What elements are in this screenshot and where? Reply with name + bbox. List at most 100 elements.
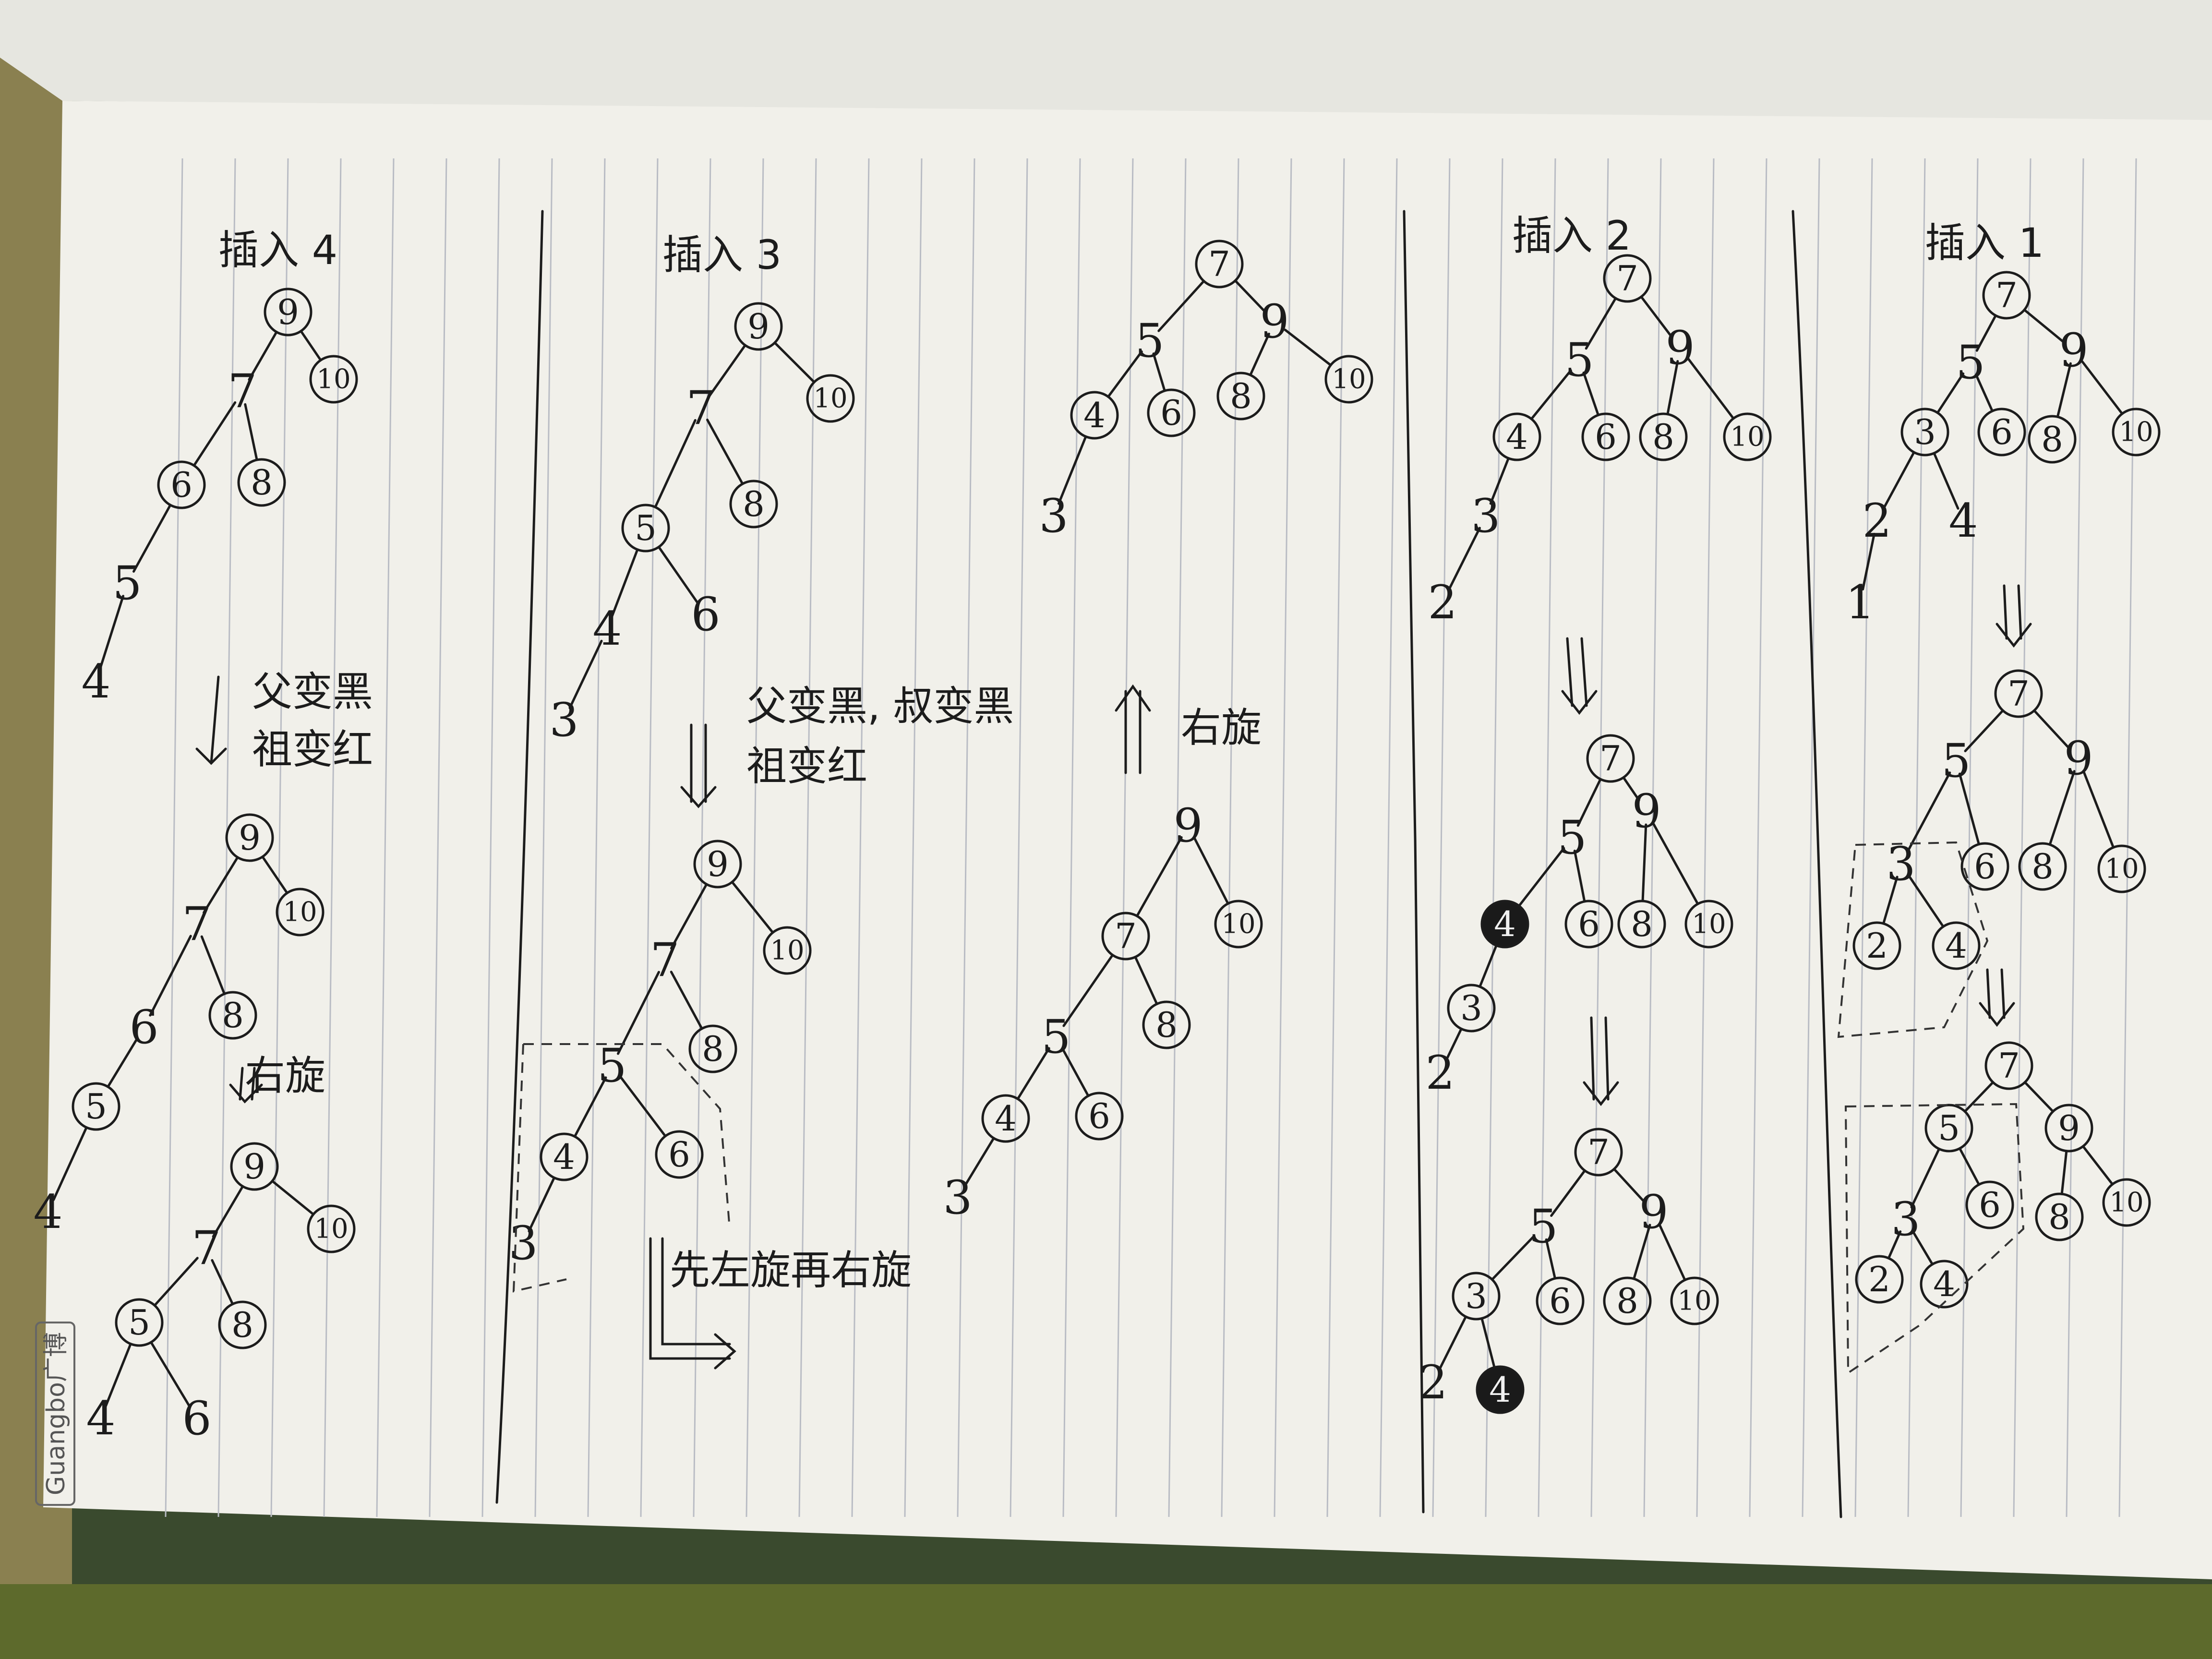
tree-node-label: 8 — [1652, 417, 1674, 457]
tree-edge — [1444, 1027, 1463, 1062]
rule-line — [587, 158, 606, 1517]
section-title-insert-1: 插入 1 — [1925, 219, 2044, 266]
rule-line — [270, 158, 289, 1517]
tree-edge — [2081, 1145, 2114, 1186]
tree-node-circle — [1855, 1255, 1904, 1304]
tree-node-label: 2 — [1428, 576, 1457, 629]
tree-edge — [1234, 279, 1267, 313]
tree-edge — [1545, 1238, 1556, 1280]
down-arrow-icon — [680, 723, 717, 808]
tree-node-label: 4 — [1945, 926, 1967, 966]
tree-node-label: 9 — [707, 844, 729, 884]
tree-node-circle — [264, 288, 313, 337]
tree-edge — [1658, 1223, 1686, 1281]
rule-line — [1960, 158, 1979, 1517]
tree-edge — [1438, 1315, 1467, 1372]
tree-edge — [1016, 1047, 1050, 1100]
rule-line — [957, 158, 975, 1517]
tree-node-label: 3 — [1039, 489, 1068, 543]
rule-line — [2118, 158, 2137, 1517]
tree-node-circle — [1447, 984, 1496, 1033]
rule-line — [1168, 158, 1187, 1517]
tree-node-label: 6 — [1595, 417, 1617, 457]
tree-node-label: 5 — [1941, 734, 1971, 788]
tree-edge — [1862, 532, 1875, 591]
tree-edge — [2023, 1081, 2055, 1113]
tree-node-circle — [1617, 900, 1666, 949]
tree-edge — [528, 1176, 556, 1233]
tree-node-label: 2 — [1868, 1259, 1890, 1299]
tree-edge — [1193, 836, 1229, 905]
tree-node-circle — [655, 1130, 704, 1179]
tree-node-circle — [1075, 1092, 1124, 1141]
tree-node-circle — [1476, 1365, 1525, 1414]
tree-edge — [1550, 1169, 1586, 1217]
tree-node-label: 10 — [283, 897, 317, 928]
tree-edge — [150, 1341, 192, 1408]
tree-node-circle — [218, 1300, 267, 1349]
tree-node-label: 9 — [1665, 321, 1695, 375]
down-arrow-icon — [229, 1067, 263, 1104]
tree-node-circle — [1536, 1276, 1585, 1325]
down-arrow-icon — [1996, 584, 2032, 648]
down-arrow-icon — [1583, 1016, 1619, 1106]
tree-node-label: 5 — [635, 508, 657, 548]
note-parent-uncle-black: 父变黑, 叔变黑 — [746, 683, 1014, 730]
tree-edge — [1622, 776, 1640, 802]
tree-node-circle — [276, 888, 325, 937]
tree-edge — [2060, 1150, 2068, 1195]
rule-line — [851, 158, 870, 1517]
dashed-highlight-box — [1837, 841, 1989, 1038]
tree-node-label: 3 — [1460, 988, 1482, 1028]
section-divider-1 — [495, 210, 544, 1504]
tree-edge — [200, 935, 226, 995]
down-arrow-icon — [1979, 968, 2015, 1027]
tree-node-circle — [1142, 1000, 1191, 1049]
tree-node-label: 6 — [1160, 393, 1182, 433]
tree-node-label: 3 — [1471, 489, 1500, 543]
tree-node-label: 5 — [597, 1039, 626, 1093]
tree-edge — [261, 855, 289, 894]
tree-node-label: 7 — [650, 933, 679, 987]
tree-node-label: 9 — [1632, 784, 1661, 838]
tree-node-label: 1 — [1845, 576, 1875, 629]
tree-edge — [98, 595, 125, 670]
rule-line — [481, 158, 500, 1517]
tree-node-label: 8 — [222, 995, 244, 1035]
tree-node-circle — [2102, 1178, 2151, 1227]
tree-node-label: 4 — [33, 1185, 62, 1239]
down-arrow-icon — [1561, 637, 1598, 715]
tree-node-label: 7 — [1587, 1132, 1610, 1172]
tree-node-circle — [72, 1082, 120, 1131]
tree-node-circle — [1965, 1180, 2014, 1229]
tree-edge — [731, 880, 774, 934]
tree-node-label: 8 — [2032, 846, 2054, 887]
tree-edge — [963, 1137, 995, 1188]
tree-node-label: 5 — [112, 556, 142, 610]
tree-node-label: 9 — [1639, 1185, 1668, 1239]
tree-edge — [271, 1179, 315, 1216]
tree-node-circle — [1920, 1260, 1969, 1309]
tree-node-label: 7 — [192, 1221, 221, 1275]
tree-node-label: 10 — [314, 1214, 348, 1245]
tree-node-label: 6 — [182, 1392, 211, 1445]
tree-node-label: 5 — [128, 1302, 150, 1343]
tree-edge — [1652, 822, 1699, 905]
tree-node-label: 10 — [1332, 364, 1366, 395]
tree-edge — [2033, 709, 2071, 750]
tree-edge — [1582, 371, 1599, 417]
tree-edge — [1687, 357, 1735, 420]
tree-edge — [1910, 1147, 1940, 1209]
tree-node-label: 5 — [1041, 1010, 1070, 1064]
tree-node-label: 6 — [170, 465, 192, 505]
tree-node-circle — [1603, 1276, 1652, 1325]
tree-node-label: 7 — [1616, 258, 1638, 299]
tree-edge — [1479, 944, 1498, 988]
tree-node-label: 4 — [1489, 1370, 1511, 1410]
rule-line — [1590, 158, 1609, 1517]
rule-line — [1115, 158, 1134, 1517]
